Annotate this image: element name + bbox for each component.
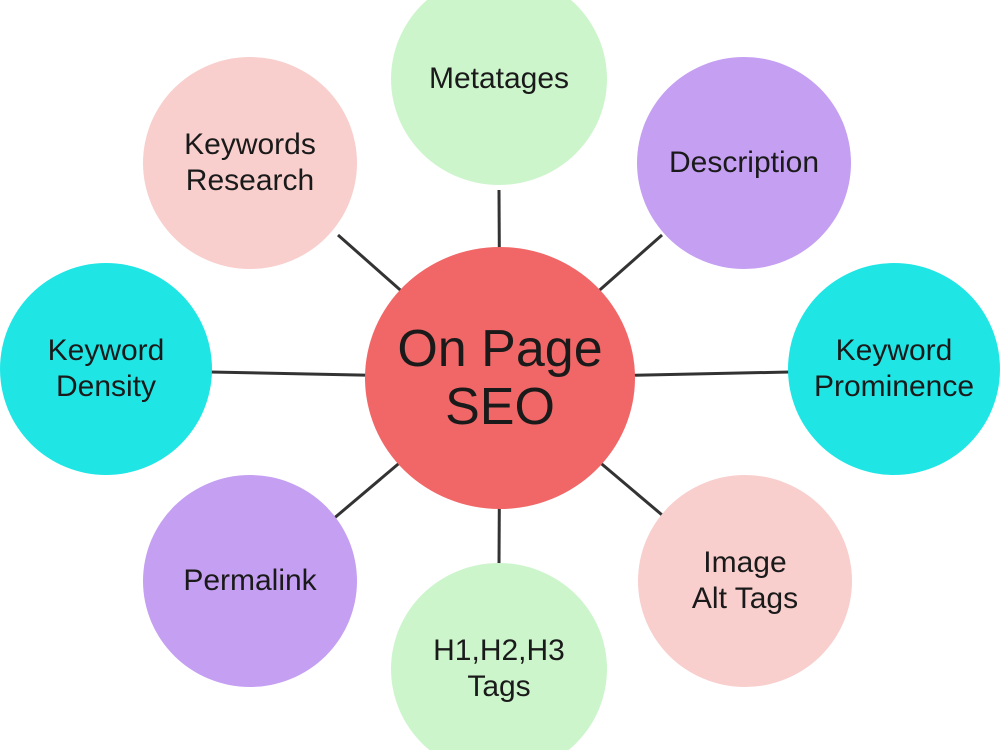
node-keywords-research: Keywords Research bbox=[143, 57, 357, 269]
node-on-page-seo: On Page SEO bbox=[365, 247, 635, 509]
node-metatages: Metatages bbox=[391, 0, 607, 185]
node-keyword-prominence: Keyword Prominence bbox=[788, 263, 1000, 475]
node-heading-tags: H1,H2,H3 Tags bbox=[391, 563, 607, 750]
node-label: Keyword Density bbox=[47, 334, 165, 403]
node-label: Permalink bbox=[183, 564, 317, 597]
node-description: Description bbox=[637, 57, 851, 269]
node-permalink: Permalink bbox=[143, 475, 357, 687]
center-label: On Page SEO bbox=[397, 319, 603, 436]
node-label: Image Alt Tags bbox=[691, 546, 799, 615]
node-label: Keyword Prominence bbox=[813, 334, 975, 403]
node-label: Keywords Research bbox=[184, 128, 316, 197]
node-label: Metatages bbox=[428, 62, 570, 95]
node-label: Description bbox=[668, 146, 820, 179]
node-image-alt-tags: Image Alt Tags bbox=[638, 475, 852, 687]
node-keyword-density: Keyword Density bbox=[0, 263, 212, 475]
node-label: H1,H2,H3 Tags bbox=[433, 634, 565, 703]
